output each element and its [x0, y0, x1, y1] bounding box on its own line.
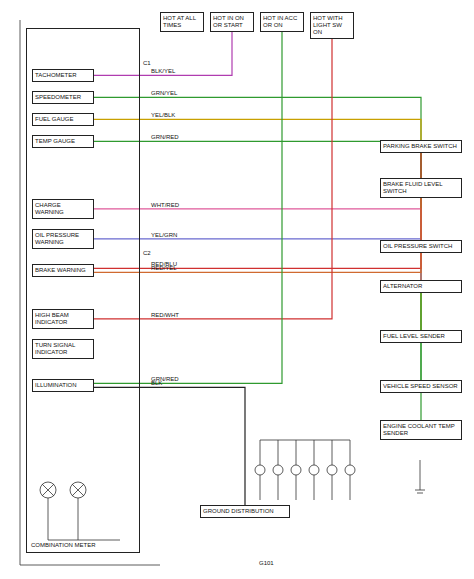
node-text: ILLUMINATION [35, 382, 91, 389]
wire-color-label: BLK [150, 380, 163, 387]
component-box: HOT IN ON OR START [210, 12, 254, 32]
node-text: OIL PRESSURE SWITCH [383, 243, 459, 250]
node-text: HOT WITH LIGHT SW ON [313, 15, 351, 36]
component-box: SPEEDOMETER [32, 91, 94, 104]
component-box: TEMP GAUGE [32, 135, 94, 148]
component-box: ILLUMINATION [32, 379, 94, 392]
component-box: CHARGE WARNING [32, 199, 94, 219]
wire-color-label: YEL/GRN [150, 232, 178, 239]
node-text: COMBINATION METER [31, 542, 96, 549]
component-box: ALTERNATOR [380, 280, 462, 293]
wire [94, 32, 282, 384]
wire [94, 39, 332, 319]
wire-color-label: GRN/RED [150, 134, 180, 141]
meter-housing: COMBINATION METER TACHOMETER SPEEDOMETER FU… [26, 28, 140, 553]
wire [94, 209, 421, 280]
component-box: FUEL LEVEL SENDER [380, 330, 462, 343]
node-text: TURN SIGNAL INDICATOR [35, 342, 91, 356]
component-box: TACHOMETER [32, 69, 94, 82]
wire [94, 198, 421, 273]
wire-color-label: GRN/YEL [150, 90, 178, 97]
wire-color-label: RED/YEL [150, 265, 178, 272]
node-text: PARKING BRAKE SWITCH [383, 143, 459, 150]
component-box: HOT AT ALL TIMES [160, 12, 204, 32]
node-text: GROUND DISTRIBUTION [203, 508, 287, 515]
component-box: BRAKE FLUID LEVEL SWITCH [380, 178, 462, 198]
wire-color-label: BLK/YEL [150, 68, 176, 75]
wire [94, 387, 245, 505]
node-text: OIL PRESSURE WARNING [35, 232, 91, 246]
component-box: VEHICLE SPEED SENSOR [380, 380, 462, 393]
node-text: ALTERNATOR [383, 283, 459, 290]
wire-color-label: WHT/RED [150, 202, 180, 209]
component-box: HOT WITH LIGHT SW ON [310, 12, 354, 39]
component-box: HIGH BEAM INDICATOR [32, 309, 94, 329]
component-box: FUEL GAUGE [32, 113, 94, 126]
node-text: ENGINE COOLANT TEMP SENDER [383, 423, 459, 437]
wire [94, 239, 421, 240]
node-text: TACHOMETER [35, 72, 91, 79]
component-box: OIL PRESSURE WARNING [32, 229, 94, 249]
connector-label: C1 [142, 60, 152, 67]
node-text: HOT IN ON OR START [213, 15, 251, 29]
component-box: BRAKE WARNING [32, 264, 94, 277]
node-text: VEHICLE SPEED SENSOR [383, 383, 459, 390]
wire-color-label: YEL/BLK [150, 112, 176, 119]
connector-label: C2 [142, 250, 152, 257]
component-box: TURN SIGNAL INDICATOR [32, 339, 94, 359]
component-box: GROUND DISTRIBUTION [200, 505, 290, 518]
wire [94, 32, 232, 76]
component-box: OIL PRESSURE SWITCH [380, 240, 462, 253]
node-text: FUEL LEVEL SENDER [383, 333, 459, 340]
node-text: HOT AT ALL TIMES [163, 15, 201, 29]
wire [94, 97, 421, 380]
node-text: HIGH BEAM INDICATOR [35, 312, 91, 326]
node-text: BRAKE WARNING [35, 267, 91, 274]
wire [94, 153, 421, 269]
wire [94, 141, 421, 420]
node-text: TEMP GAUGE [35, 138, 91, 145]
node-text: HOT IN ACC OR ON [263, 15, 301, 29]
wire-color-label: RED/WHT [150, 312, 180, 319]
node-text: FUEL GAUGE [35, 116, 91, 123]
node-text: BRAKE FLUID LEVEL SWITCH [383, 181, 459, 195]
component-box: HOT IN ACC OR ON [260, 12, 304, 32]
connector-label: G101 [258, 560, 275, 567]
node-text: CHARGE WARNING [35, 202, 91, 216]
component-box: PARKING BRAKE SWITCH [380, 140, 462, 153]
component-box: ENGINE COOLANT TEMP SENDER [380, 420, 462, 440]
node-text: SPEEDOMETER [35, 94, 91, 101]
wire [94, 119, 421, 330]
